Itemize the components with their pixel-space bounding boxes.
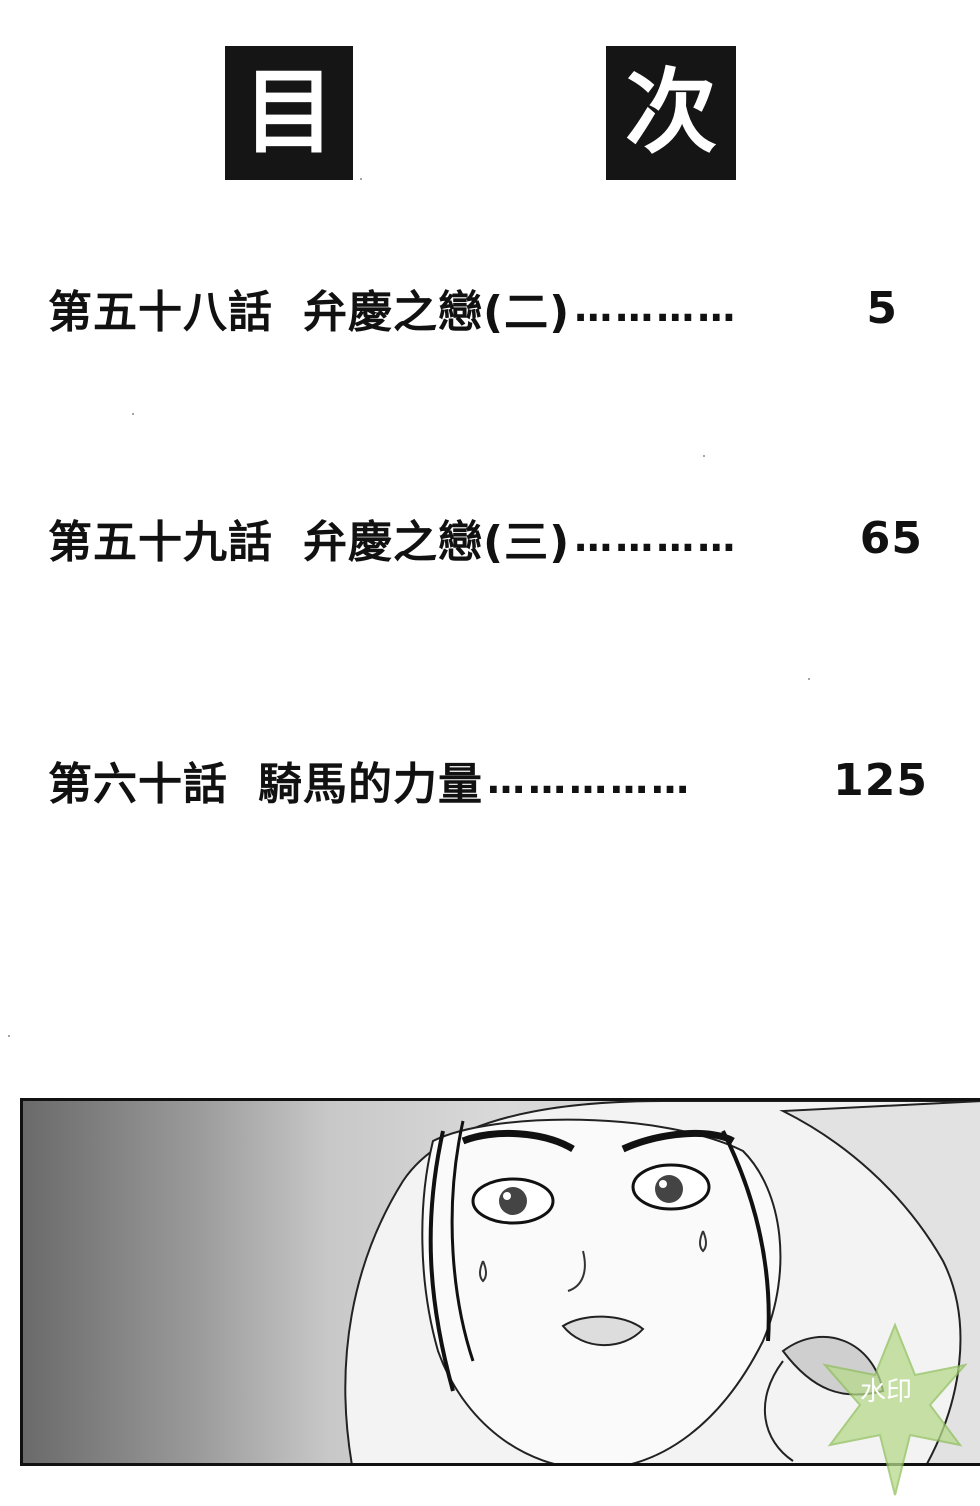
title-left-text: 目 — [242, 59, 335, 166]
leaf-watermark: 水印 — [822, 1322, 968, 1496]
page-number: 5 — [866, 282, 898, 334]
title-char-ci: 次 — [606, 46, 736, 180]
chapter-number: 第六十話 — [48, 759, 228, 810]
paper-speck — [8, 1035, 10, 1037]
chapter-number: 第五十八話 — [48, 287, 273, 338]
paper-speck — [132, 413, 134, 415]
manga-face-drawing — [344, 1101, 980, 1463]
page-number: 65 — [859, 512, 923, 564]
leaf-icon — [822, 1322, 968, 1496]
paper-speck — [703, 455, 705, 457]
toc-entry-58[interactable]: 第五十八話 弁慶之戀(二) ………… 5 — [48, 276, 898, 340]
chapter-title: 騎馬的力量 — [258, 759, 483, 810]
leader-dots: ………… — [574, 516, 739, 560]
title-char-mu: 目 — [225, 46, 353, 180]
chapter-title: 弁慶之戀(三) — [303, 517, 571, 568]
watermark-text: 水印 — [860, 1377, 912, 1407]
toc-entry-59[interactable]: 第五十九話 弁慶之戀(三) ………… 65 — [48, 506, 923, 570]
paper-speck — [808, 678, 810, 680]
chapter-title: 弁慶之戀(二) — [303, 287, 571, 338]
leader-dots: …………… — [487, 758, 692, 802]
manga-panel-illustration — [20, 1098, 980, 1466]
chapter-number: 第五十九話 — [48, 517, 273, 568]
title-right-text: 次 — [624, 59, 717, 166]
leader-dots: ………… — [574, 286, 739, 330]
toc-entry-60[interactable]: 第六十話 騎馬的力量 …………… 125 — [48, 748, 928, 812]
paper-speck — [360, 178, 362, 180]
page-number: 125 — [833, 754, 928, 806]
